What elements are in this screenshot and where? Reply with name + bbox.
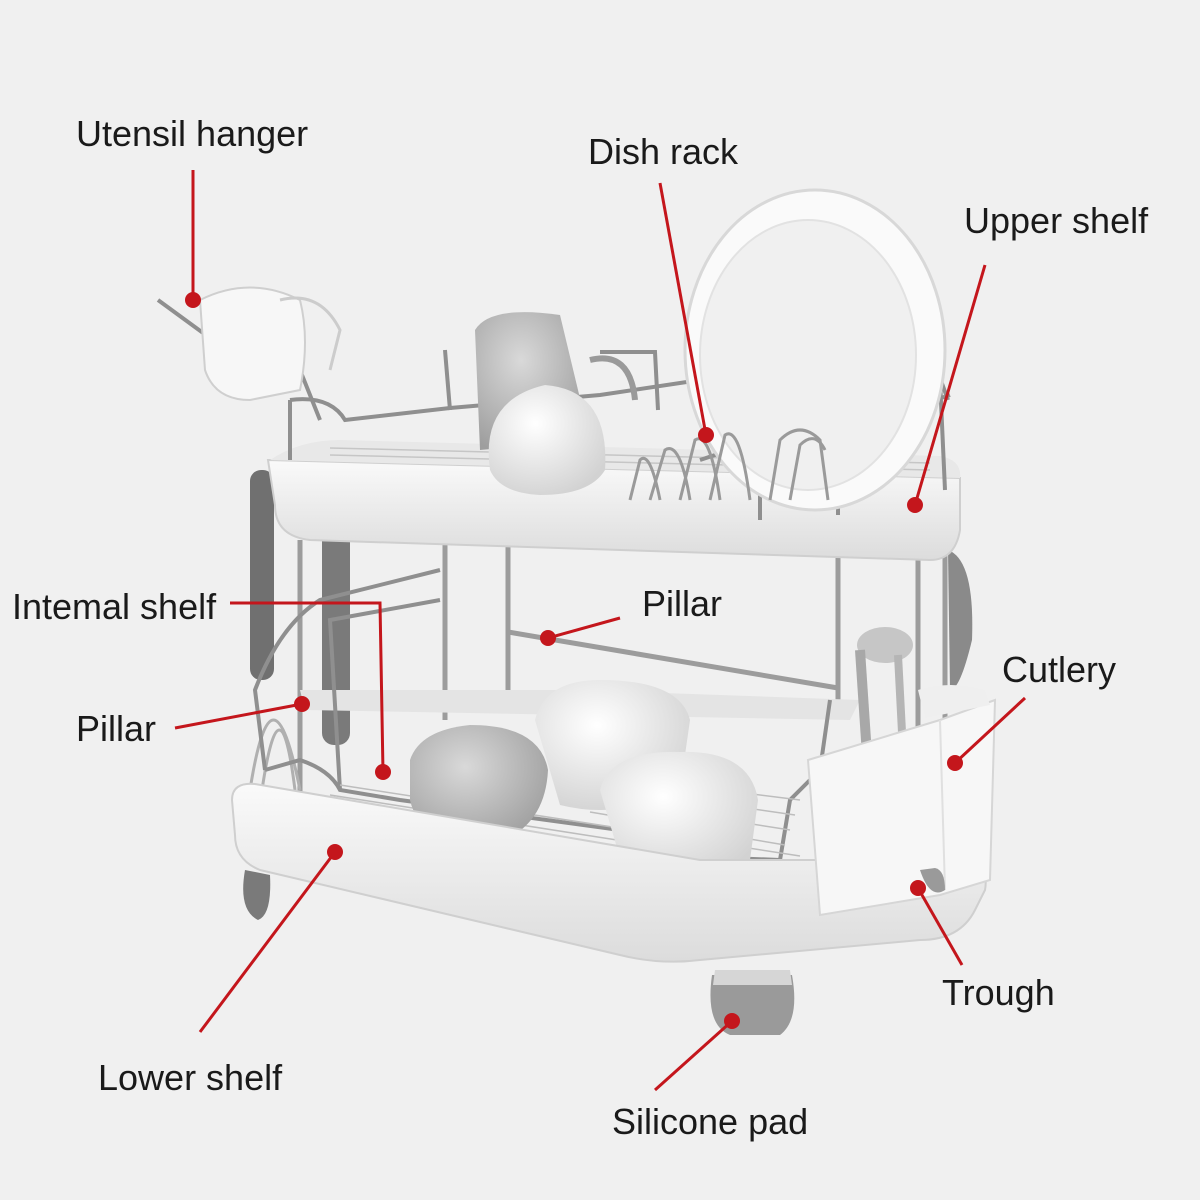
plate	[683, 188, 947, 512]
dish-rack-wires	[628, 428, 830, 501]
dot-pillar-left	[294, 696, 310, 712]
dot-trough	[910, 880, 926, 896]
dot-pillar-center	[540, 630, 556, 646]
label-trough: Trough	[942, 972, 1055, 1013]
utensil-hanger-basket	[156, 286, 342, 421]
cutlery-holder	[806, 627, 997, 917]
label-pillar-left: Pillar	[76, 708, 157, 749]
dot-dish-rack	[698, 427, 714, 443]
dot-cutlery	[947, 755, 963, 771]
dot-utensil-hanger	[185, 292, 201, 308]
label-cutlery: Cutlery	[1002, 649, 1117, 690]
label-internal-shelf: Intemal shelf	[12, 586, 217, 627]
callout-dots	[185, 292, 963, 1029]
upper-mugs	[475, 312, 638, 495]
dot-lower-shelf	[327, 844, 343, 860]
spatula	[948, 550, 973, 690]
lower-bowls	[410, 680, 758, 880]
pillars	[297, 520, 948, 800]
label-silicone-pad: Silicone pad	[612, 1101, 809, 1142]
dot-internal-shelf	[375, 764, 391, 780]
label-pillar-center: Pillar	[642, 583, 723, 624]
dot-upper-shelf	[907, 497, 923, 513]
label-dish-rack: Dish rack	[588, 131, 739, 172]
callout-lines	[174, 170, 1027, 1092]
label-lower-shelf: Lower shelf	[98, 1057, 283, 1098]
label-utensil-hanger: Utensil hanger	[76, 113, 309, 154]
label-upper-shelf: Upper shelf	[964, 200, 1149, 241]
lower-tray	[230, 782, 987, 963]
dot-silicone-pad	[724, 1013, 740, 1029]
